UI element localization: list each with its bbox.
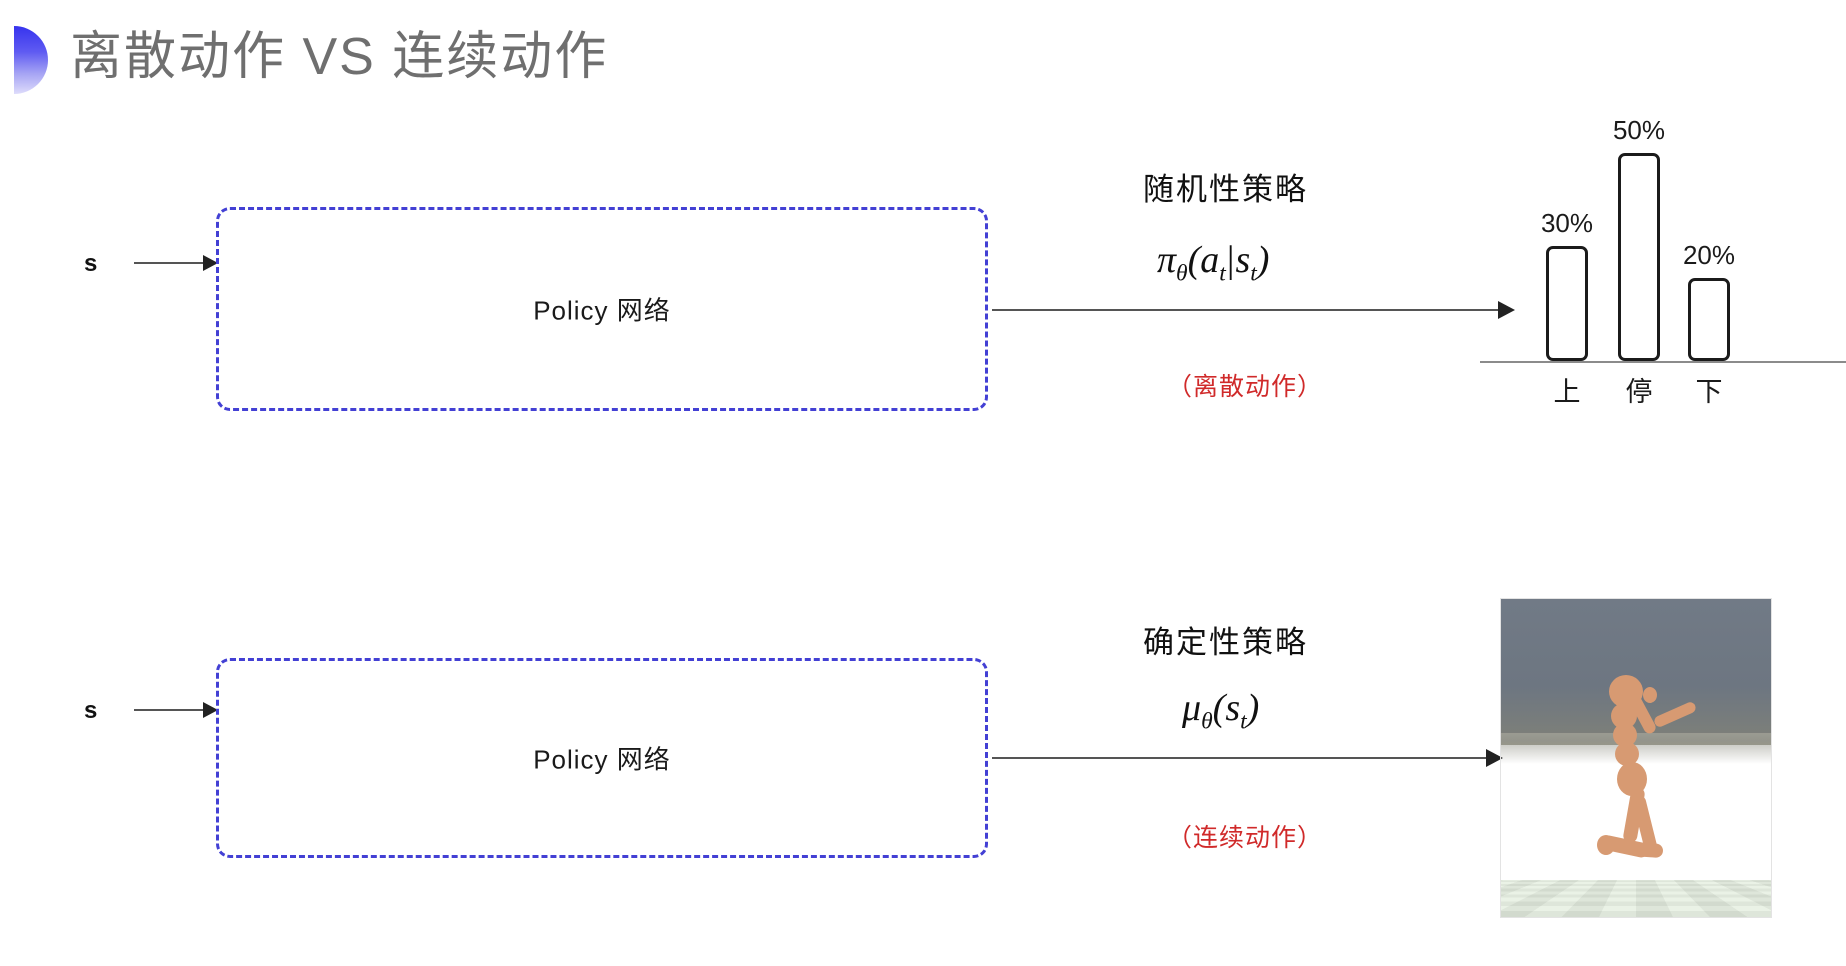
deterministic-policy-formula: μθ(st): [1182, 686, 1259, 736]
input-state-label-discrete: s: [84, 250, 98, 277]
bar-value-stop: 50%: [1612, 115, 1666, 145]
policy-network-label-continuous: Policy 网络: [533, 744, 671, 775]
bar-value-up: 30%: [1540, 208, 1594, 238]
bar-rect-down: [1688, 278, 1730, 361]
title-accent-shape-icon: [14, 26, 48, 94]
formula-pi: π: [1157, 239, 1177, 281]
bar-category-stop: 停: [1625, 377, 1653, 407]
stochastic-policy-formula: πθ(at|st): [1157, 238, 1269, 288]
input-arrow-discrete: [134, 255, 218, 271]
bar-rect-stop: [1618, 153, 1660, 361]
formula-action: a: [1200, 239, 1220, 281]
bar-category-up: 上: [1553, 377, 1581, 407]
output-arrow-discrete: [992, 301, 1515, 319]
formula-open-paren-2: (: [1212, 687, 1226, 729]
policy-network-box-continuous[interactable]: Policy 网络: [216, 658, 988, 858]
formula-action-sub: t: [1219, 260, 1226, 287]
formula-given-bar: |: [1226, 239, 1235, 281]
bar-category-down: 下: [1695, 377, 1723, 407]
formula-theta-2: θ: [1201, 708, 1213, 735]
input-state-label-continuous: s: [84, 697, 98, 724]
bar-value-down: 20%: [1682, 240, 1736, 270]
formula-state-2: s: [1225, 687, 1241, 729]
sim-checkerboard-floor: [1501, 879, 1771, 917]
humanoid-right-shin: [1630, 841, 1664, 859]
bar-rect-up: [1546, 246, 1588, 361]
formula-state: s: [1235, 239, 1251, 281]
sim-sky: [1501, 599, 1771, 746]
output-arrow-continuous: [992, 749, 1503, 767]
formula-close-paren: ): [1256, 239, 1270, 281]
discrete-action-note: （离散动作）: [1167, 373, 1324, 401]
deterministic-policy-label: 确定性策略: [1143, 625, 1308, 660]
page-title: 离散动作 VS 连续动作: [70, 28, 609, 86]
input-arrow-continuous: [134, 702, 218, 718]
continuous-action-note: （连续动作）: [1167, 824, 1324, 852]
formula-state-sub: t: [1250, 260, 1257, 287]
humanoid-left-foot: [1597, 835, 1615, 855]
chart-baseline-axis: [1480, 361, 1846, 363]
action-probability-bar-chart: 30% 上 50% 停 20% 下: [1470, 110, 1846, 410]
policy-network-label-discrete: Policy 网络: [533, 295, 671, 326]
mujoco-humanoid-image: [1500, 598, 1772, 918]
humanoid-right-hand: [1643, 687, 1657, 703]
formula-state-sub-2: t: [1240, 708, 1247, 735]
formula-open-paren: (: [1187, 239, 1201, 281]
formula-close-paren-2: ): [1246, 687, 1260, 729]
stochastic-policy-label: 随机性策略: [1143, 172, 1308, 207]
formula-theta: θ: [1176, 260, 1188, 287]
formula-mu: μ: [1182, 687, 1202, 729]
policy-network-box-discrete[interactable]: Policy 网络: [216, 207, 988, 411]
